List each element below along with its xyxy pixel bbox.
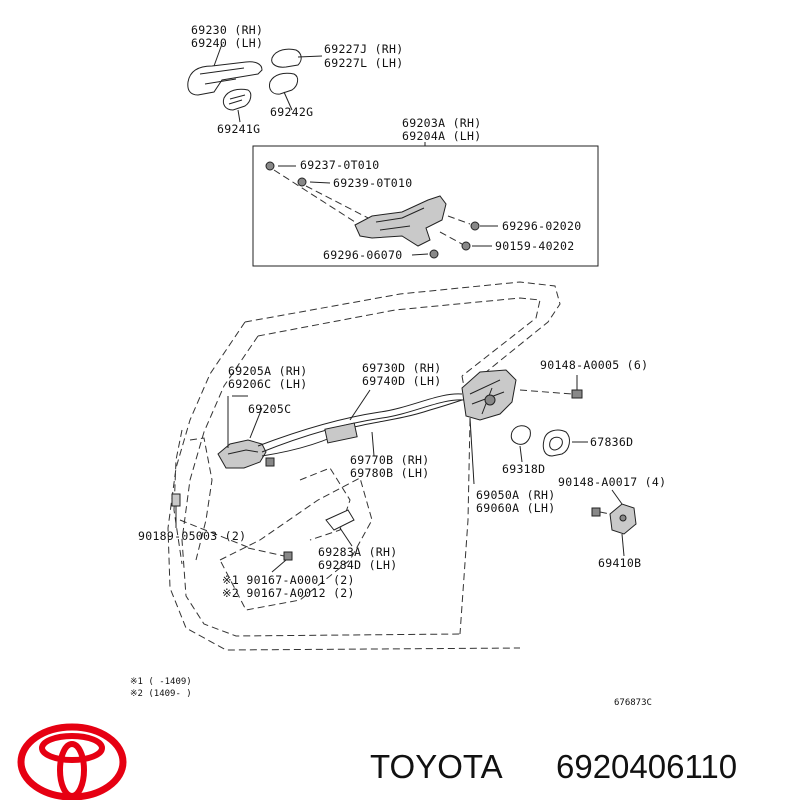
label-90148-a0005: 90148-A0005 (6) — [540, 358, 648, 372]
label-cable2-lh: 69780B (LH) — [350, 466, 429, 480]
label-69410b: 69410B — [598, 556, 641, 570]
label-90189: 90189-05003 (2) — [138, 529, 246, 543]
cable-69730d — [257, 393, 463, 447]
label-handle-rh: 69230 (RH) — [191, 23, 263, 37]
gasket-69241g — [222, 88, 252, 111]
label-cover-lh: 69227L (LH) — [324, 56, 403, 70]
label-cable2-rh: 69770B (RH) — [350, 453, 429, 467]
gasket-69242g — [269, 72, 299, 95]
label-cable-lh: 69740D (LH) — [362, 374, 441, 388]
handle-frame — [354, 195, 447, 247]
frame-group — [252, 142, 599, 267]
cover-69318d — [510, 425, 531, 445]
clip-90167 — [283, 551, 293, 561]
label-69237: 69237-0T010 — [300, 158, 379, 172]
screw-90148-a0017 — [591, 507, 601, 517]
screw-69296-06070 — [429, 249, 439, 259]
label-69318d: 69318D — [502, 462, 545, 476]
footnote-2: ※2 (1409- ) — [130, 689, 192, 699]
label-67836d: 67836D — [590, 435, 633, 449]
label-rod-lh: 69284D (LH) — [318, 558, 397, 572]
label-69239: 69239-0T010 — [333, 176, 412, 190]
label-rod-rh: 69283A (RH) — [318, 545, 397, 559]
diagram-code: 676873C — [614, 698, 652, 708]
label-lock-lh: 69060A (LH) — [476, 501, 555, 515]
label-inside-lh: 69206C (LH) — [228, 377, 307, 391]
label-90167-a0012: ※2 90167-A0012 (2) — [222, 586, 355, 600]
label-inside-rh: 69205A (RH) — [228, 364, 307, 378]
rod-69283a — [325, 509, 355, 531]
label-cable-rh: 69730D (RH) — [362, 361, 441, 375]
footnote-1: ※1 ( -1409) — [130, 677, 192, 687]
label-90159: 90159-40202 — [495, 239, 574, 253]
label-69242g: 69242G — [270, 105, 313, 119]
cable-69770b — [261, 399, 463, 457]
label-69241g: 69241G — [217, 122, 260, 136]
door-outline — [167, 281, 561, 651]
handle-cover — [271, 48, 302, 68]
screw-69296-02020 — [470, 221, 480, 231]
label-frame-rh: 69203A (RH) — [402, 116, 481, 130]
brand-caption: TOYOTA 6920406110 — [370, 748, 737, 785]
nut-69239 — [297, 177, 307, 187]
outside-handle — [187, 61, 263, 96]
screw-90148-a0005 — [571, 389, 583, 399]
inside-handle-group — [217, 389, 465, 469]
bolt-69237 — [265, 161, 275, 171]
callout-labels: 69230 (RH) 69240 (LH) 69227J (RH) 69227L… — [130, 23, 666, 708]
clip-90189 — [171, 493, 181, 507]
outside-handle-group — [187, 43, 323, 123]
inside-handle — [217, 439, 267, 469]
label-handle-lh: 69240 (LH) — [191, 36, 263, 50]
toyota-logo — [17, 723, 127, 800]
lock-group — [461, 369, 588, 485]
label-69205c: 69205C — [248, 402, 291, 416]
label-cover-rh: 69227J (RH) — [324, 42, 403, 56]
label-90167-a0001: ※1 90167-A0001 (2) — [222, 573, 355, 587]
clip-group — [171, 493, 355, 573]
label-lock-rh: 69050A (RH) — [476, 488, 555, 502]
part-number: 6920406110 — [556, 748, 737, 785]
label-69296-02020: 69296-02020 — [502, 219, 581, 233]
label-frame-lh: 69204A (LH) — [402, 129, 481, 143]
label-69296-06070: 69296-06070 — [323, 248, 402, 262]
striker-group — [591, 489, 637, 557]
label-90148-a0017: 90148-A0017 (4) — [558, 475, 666, 489]
brand-name: TOYOTA — [370, 748, 503, 785]
screw-90159 — [461, 241, 471, 251]
